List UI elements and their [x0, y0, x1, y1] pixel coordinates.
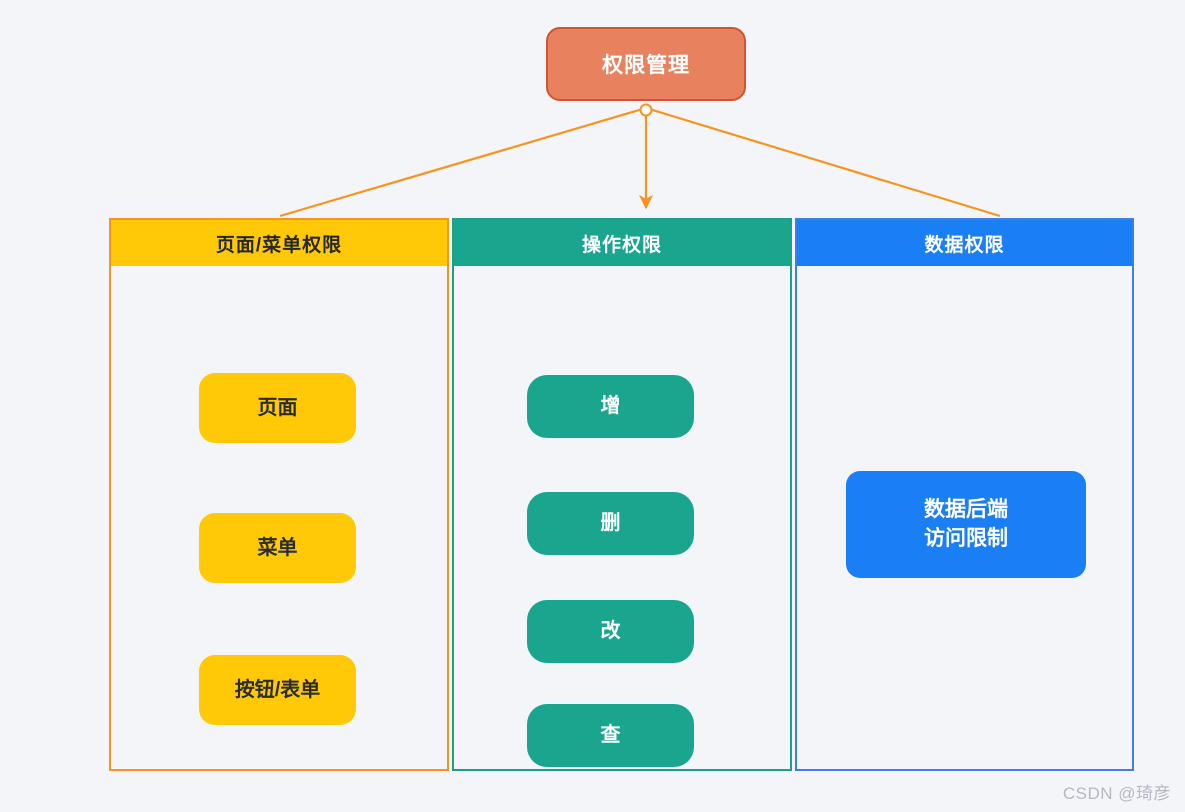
root-fanout-connectors [279, 103, 1001, 218]
column-operation-permission[interactable]: 操作权限 增 删 改 查 [452, 218, 792, 771]
column-header-operation-permission: 操作权限 [454, 220, 790, 266]
column-body-page-menu-permission: 页面 菜单 按钮/表单 [111, 266, 447, 769]
node-data-line-1: 数据后端 [924, 498, 1008, 522]
node-data-backend-access-restriction[interactable]: 数据后端 访问限制 [846, 471, 1086, 578]
node-page[interactable]: 页面 [199, 373, 356, 443]
node-create[interactable]: 增 [527, 375, 694, 438]
column-page-menu-permission[interactable]: 页面/菜单权限 页面 菜单 按钮/表单 [109, 218, 449, 771]
root-node-permission-management[interactable]: 权限管理 [546, 27, 746, 101]
watermark: CSDN @琦彦 [1062, 784, 1171, 803]
connector-root-to-pages [279, 106, 647, 218]
column-header-data-permission: 数据权限 [797, 220, 1132, 266]
root-connector-hub [639, 103, 653, 117]
node-button-form[interactable]: 按钮/表单 [199, 655, 356, 725]
column-body-data-permission: 数据后端 访问限制 [797, 266, 1132, 769]
node-menu[interactable]: 菜单 [199, 513, 356, 583]
connector-root-to-data [645, 106, 1001, 218]
column-body-operation-permission: 增 删 改 查 [454, 266, 790, 769]
column-data-permission[interactable]: 数据权限 数据后端 访问限制 [795, 218, 1134, 771]
node-update[interactable]: 改 [527, 600, 694, 663]
node-read[interactable]: 查 [527, 704, 694, 767]
column-header-page-menu-permission: 页面/菜单权限 [111, 220, 447, 266]
node-data-line-2: 访问限制 [924, 526, 1008, 550]
node-delete[interactable]: 删 [527, 492, 694, 555]
